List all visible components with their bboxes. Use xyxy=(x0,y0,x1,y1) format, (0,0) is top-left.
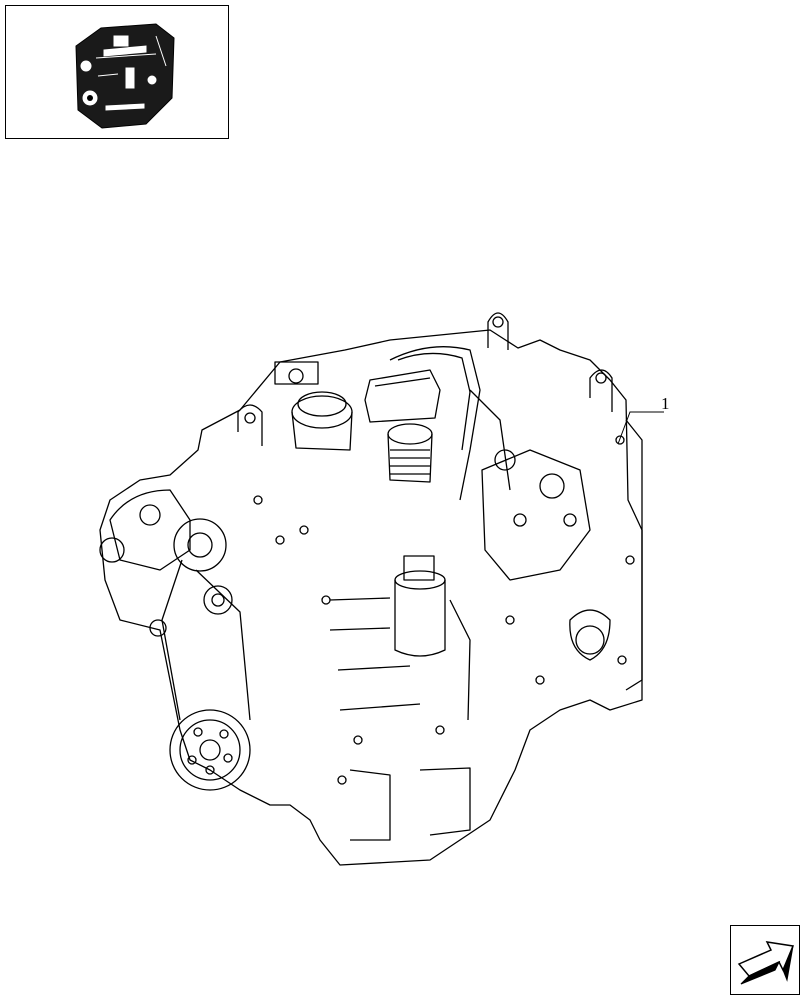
engine-thumbnail-icon xyxy=(75,23,175,129)
fan-pulley xyxy=(173,518,227,572)
drive-belt xyxy=(161,559,251,721)
fuel-filter xyxy=(394,580,446,657)
navigation-arrow-box[interactable] xyxy=(730,925,800,995)
lifting-eye-side xyxy=(589,369,613,412)
callout-leader-1 xyxy=(617,411,664,445)
engine-assembly-drawing xyxy=(99,312,664,866)
engine-outline xyxy=(99,329,643,866)
alternator xyxy=(109,489,191,571)
lifting-eye-rear xyxy=(487,312,509,350)
crank-pulley xyxy=(169,709,251,791)
callout-number-1: 1 xyxy=(661,394,670,413)
arrow-icon xyxy=(737,941,795,985)
injection-pump xyxy=(481,449,591,581)
thumbnail-box xyxy=(5,5,229,139)
valve-cover xyxy=(364,369,441,423)
lifting-eye-front xyxy=(237,404,263,446)
